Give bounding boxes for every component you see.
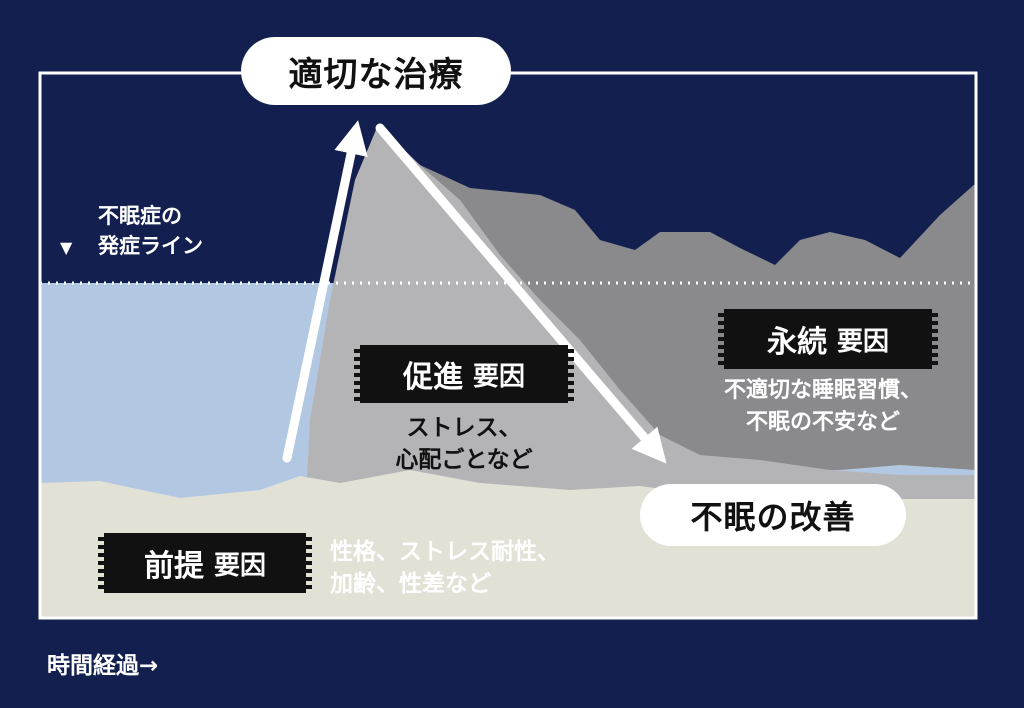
onset-line-label: 不眠症の ▼ 発症ライン (60, 201, 203, 263)
triangle-down-icon: ▼ (60, 238, 73, 257)
improvement-label: 不眠の改善 (640, 484, 906, 546)
precipitating-description: ストレス、 心配ごとなど (368, 412, 560, 476)
precipitating-factor-tag: 促進 要因 (354, 345, 574, 403)
predisposing-factor-tag: 前提 要因 (98, 533, 312, 593)
perpetuating-factor-tag: 永続 要因 (718, 309, 938, 369)
precipitating-desc-line1: ストレス、 (406, 415, 522, 441)
predisposing-desc-line2: 加齢、性差など (330, 571, 491, 597)
perpetuating-desc-line1: 不適切な睡眠習慣、 (723, 378, 922, 403)
treatment-rise-arrow (282, 120, 368, 463)
treatment-label: 適切な治療 (241, 37, 511, 105)
improvement-arrow (375, 123, 667, 464)
precipitating-subtitle: 要因 (472, 361, 525, 392)
improvement-label-text: 不眠の改善 (690, 498, 856, 536)
precipitating-title: 促進 (402, 360, 463, 395)
precipitating-desc-line2: 心配ごとなど (395, 447, 533, 473)
perpetuating-description: 不適切な睡眠習慣、 不眠の不安など (692, 375, 954, 439)
predisposing-description: 性格、ストレス耐性、 加齢、性差など (330, 536, 560, 600)
predisposing-title: 前提 (143, 549, 204, 584)
treatment-label-text: 適切な治療 (288, 54, 464, 95)
predisposing-desc-line1: 性格、ストレス耐性、 (330, 539, 560, 565)
perpetuating-subtitle: 要因 (836, 326, 889, 357)
perpetuating-title: 永続 (766, 325, 827, 360)
onset-line-label-line2: 発症ライン (98, 234, 203, 258)
perpetuating-desc-line2: 不眠の不安など (745, 410, 900, 435)
time-axis-label: 時間経過→ (47, 653, 159, 679)
onset-line-label-line1: 不眠症の (98, 204, 182, 228)
predisposing-subtitle: 要因 (213, 550, 266, 581)
